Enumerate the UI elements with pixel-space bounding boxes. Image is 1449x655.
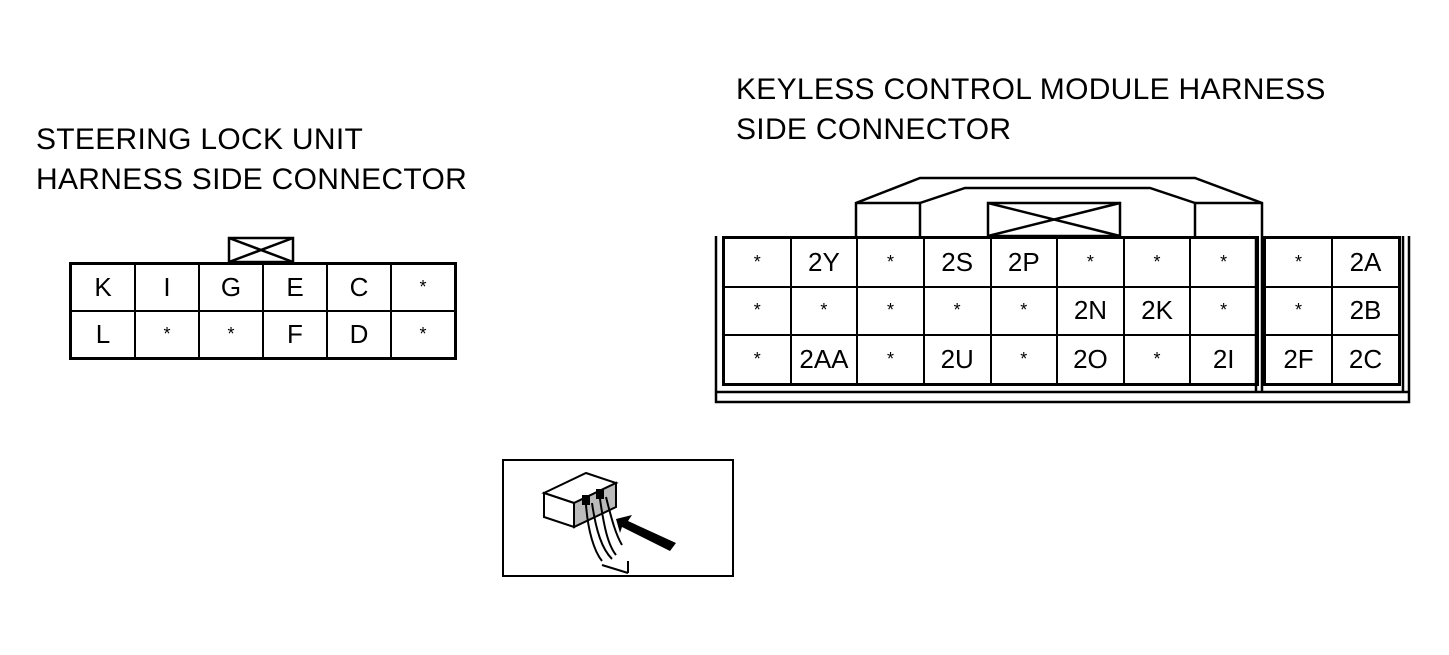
steering-lock-pin-cell: * bbox=[135, 311, 199, 358]
keyless-module-pin-cell: * bbox=[1190, 238, 1257, 287]
steering-lock-tab bbox=[227, 236, 295, 264]
keyless-module-pin-cell: * bbox=[724, 286, 791, 336]
keyless-module-pin-cell: 2K bbox=[1123, 286, 1191, 336]
keyless-module-pin-cell: * bbox=[1057, 238, 1124, 287]
steering-lock-pin-cell: C bbox=[327, 264, 391, 311]
keyless-module-pin-cell: 2P bbox=[990, 238, 1058, 287]
keyless-module-title-line2: SIDE CONNECTOR bbox=[736, 113, 1012, 146]
steering-lock-pin-cell: L bbox=[71, 311, 135, 358]
keyless-module-title-line1: KEYLESS CONTROL MODULE HARNESS bbox=[736, 73, 1326, 106]
steering-lock-pin-cell: F bbox=[263, 311, 327, 358]
keyless-module-right-pin-cell: * bbox=[1265, 238, 1332, 287]
keyless-module-pin-cell: * bbox=[990, 335, 1058, 384]
keyless-module-pin-cell: 2S bbox=[923, 238, 991, 287]
keyless-module-pin-cell: * bbox=[724, 335, 791, 384]
keyless-module-pin-cell: 2U bbox=[923, 335, 991, 384]
keyless-module-pin-cell: * bbox=[857, 335, 924, 384]
steering-lock-pin-cell: * bbox=[199, 311, 263, 358]
keyless-module-pin-cell: 2O bbox=[1057, 335, 1124, 384]
keyless-module-pin-cell: 2AA bbox=[790, 335, 858, 384]
steering-lock-title-line2: HARNESS SIDE CONNECTOR bbox=[36, 163, 468, 196]
steering-lock-pin-cell: E bbox=[263, 264, 327, 311]
keyless-module-pin-cell: * bbox=[790, 286, 858, 336]
keyless-module-pin-cell: * bbox=[1123, 335, 1191, 384]
steering-lock-pin-cell: * bbox=[391, 264, 455, 311]
keyless-module-pin-cell: * bbox=[990, 286, 1058, 336]
keyless-module-pin-cell: 2Y bbox=[790, 238, 858, 287]
steering-lock-connector-title: STEERING LOCK UNIT HARNESS SIDE CONNECTO… bbox=[36, 120, 467, 200]
steering-lock-pin-cell: D bbox=[327, 311, 391, 358]
keyless-module-right-pin-cell: 2C bbox=[1332, 335, 1399, 384]
keyless-module-right-pin-cell: 2F bbox=[1265, 335, 1332, 384]
steering-lock-pin-cell: I bbox=[135, 264, 199, 311]
keyless-module-pin-cell: 2N bbox=[1057, 286, 1124, 336]
keyless-module-right-pin-cell: 2A bbox=[1332, 238, 1399, 287]
keyless-module-pin-cell: * bbox=[857, 286, 924, 336]
steering-lock-pin-cell: K bbox=[71, 264, 135, 311]
harness-connector-probe-icon bbox=[502, 459, 734, 577]
keyless-module-pin-cell: * bbox=[1190, 286, 1257, 336]
keyless-module-housing bbox=[714, 176, 1411, 404]
keyless-module-pin-cell: * bbox=[724, 238, 791, 287]
keyless-module-right-pin-cell: * bbox=[1265, 286, 1332, 336]
steering-lock-pin-cell: G bbox=[199, 264, 263, 311]
keyless-module-right-pin-cell: 2B bbox=[1332, 286, 1399, 336]
keyless-module-pin-cell: 2I bbox=[1190, 335, 1257, 384]
keyless-module-pin-cell: * bbox=[857, 238, 924, 287]
keyless-module-connector-title: KEYLESS CONTROL MODULE HARNESS SIDE CONN… bbox=[736, 70, 1326, 150]
keyless-module-pin-cell: * bbox=[1123, 238, 1191, 287]
steering-lock-pin-cell: * bbox=[391, 311, 455, 358]
steering-lock-title-line1: STEERING LOCK UNIT bbox=[36, 123, 364, 156]
keyless-module-pin-cell: * bbox=[923, 286, 991, 336]
